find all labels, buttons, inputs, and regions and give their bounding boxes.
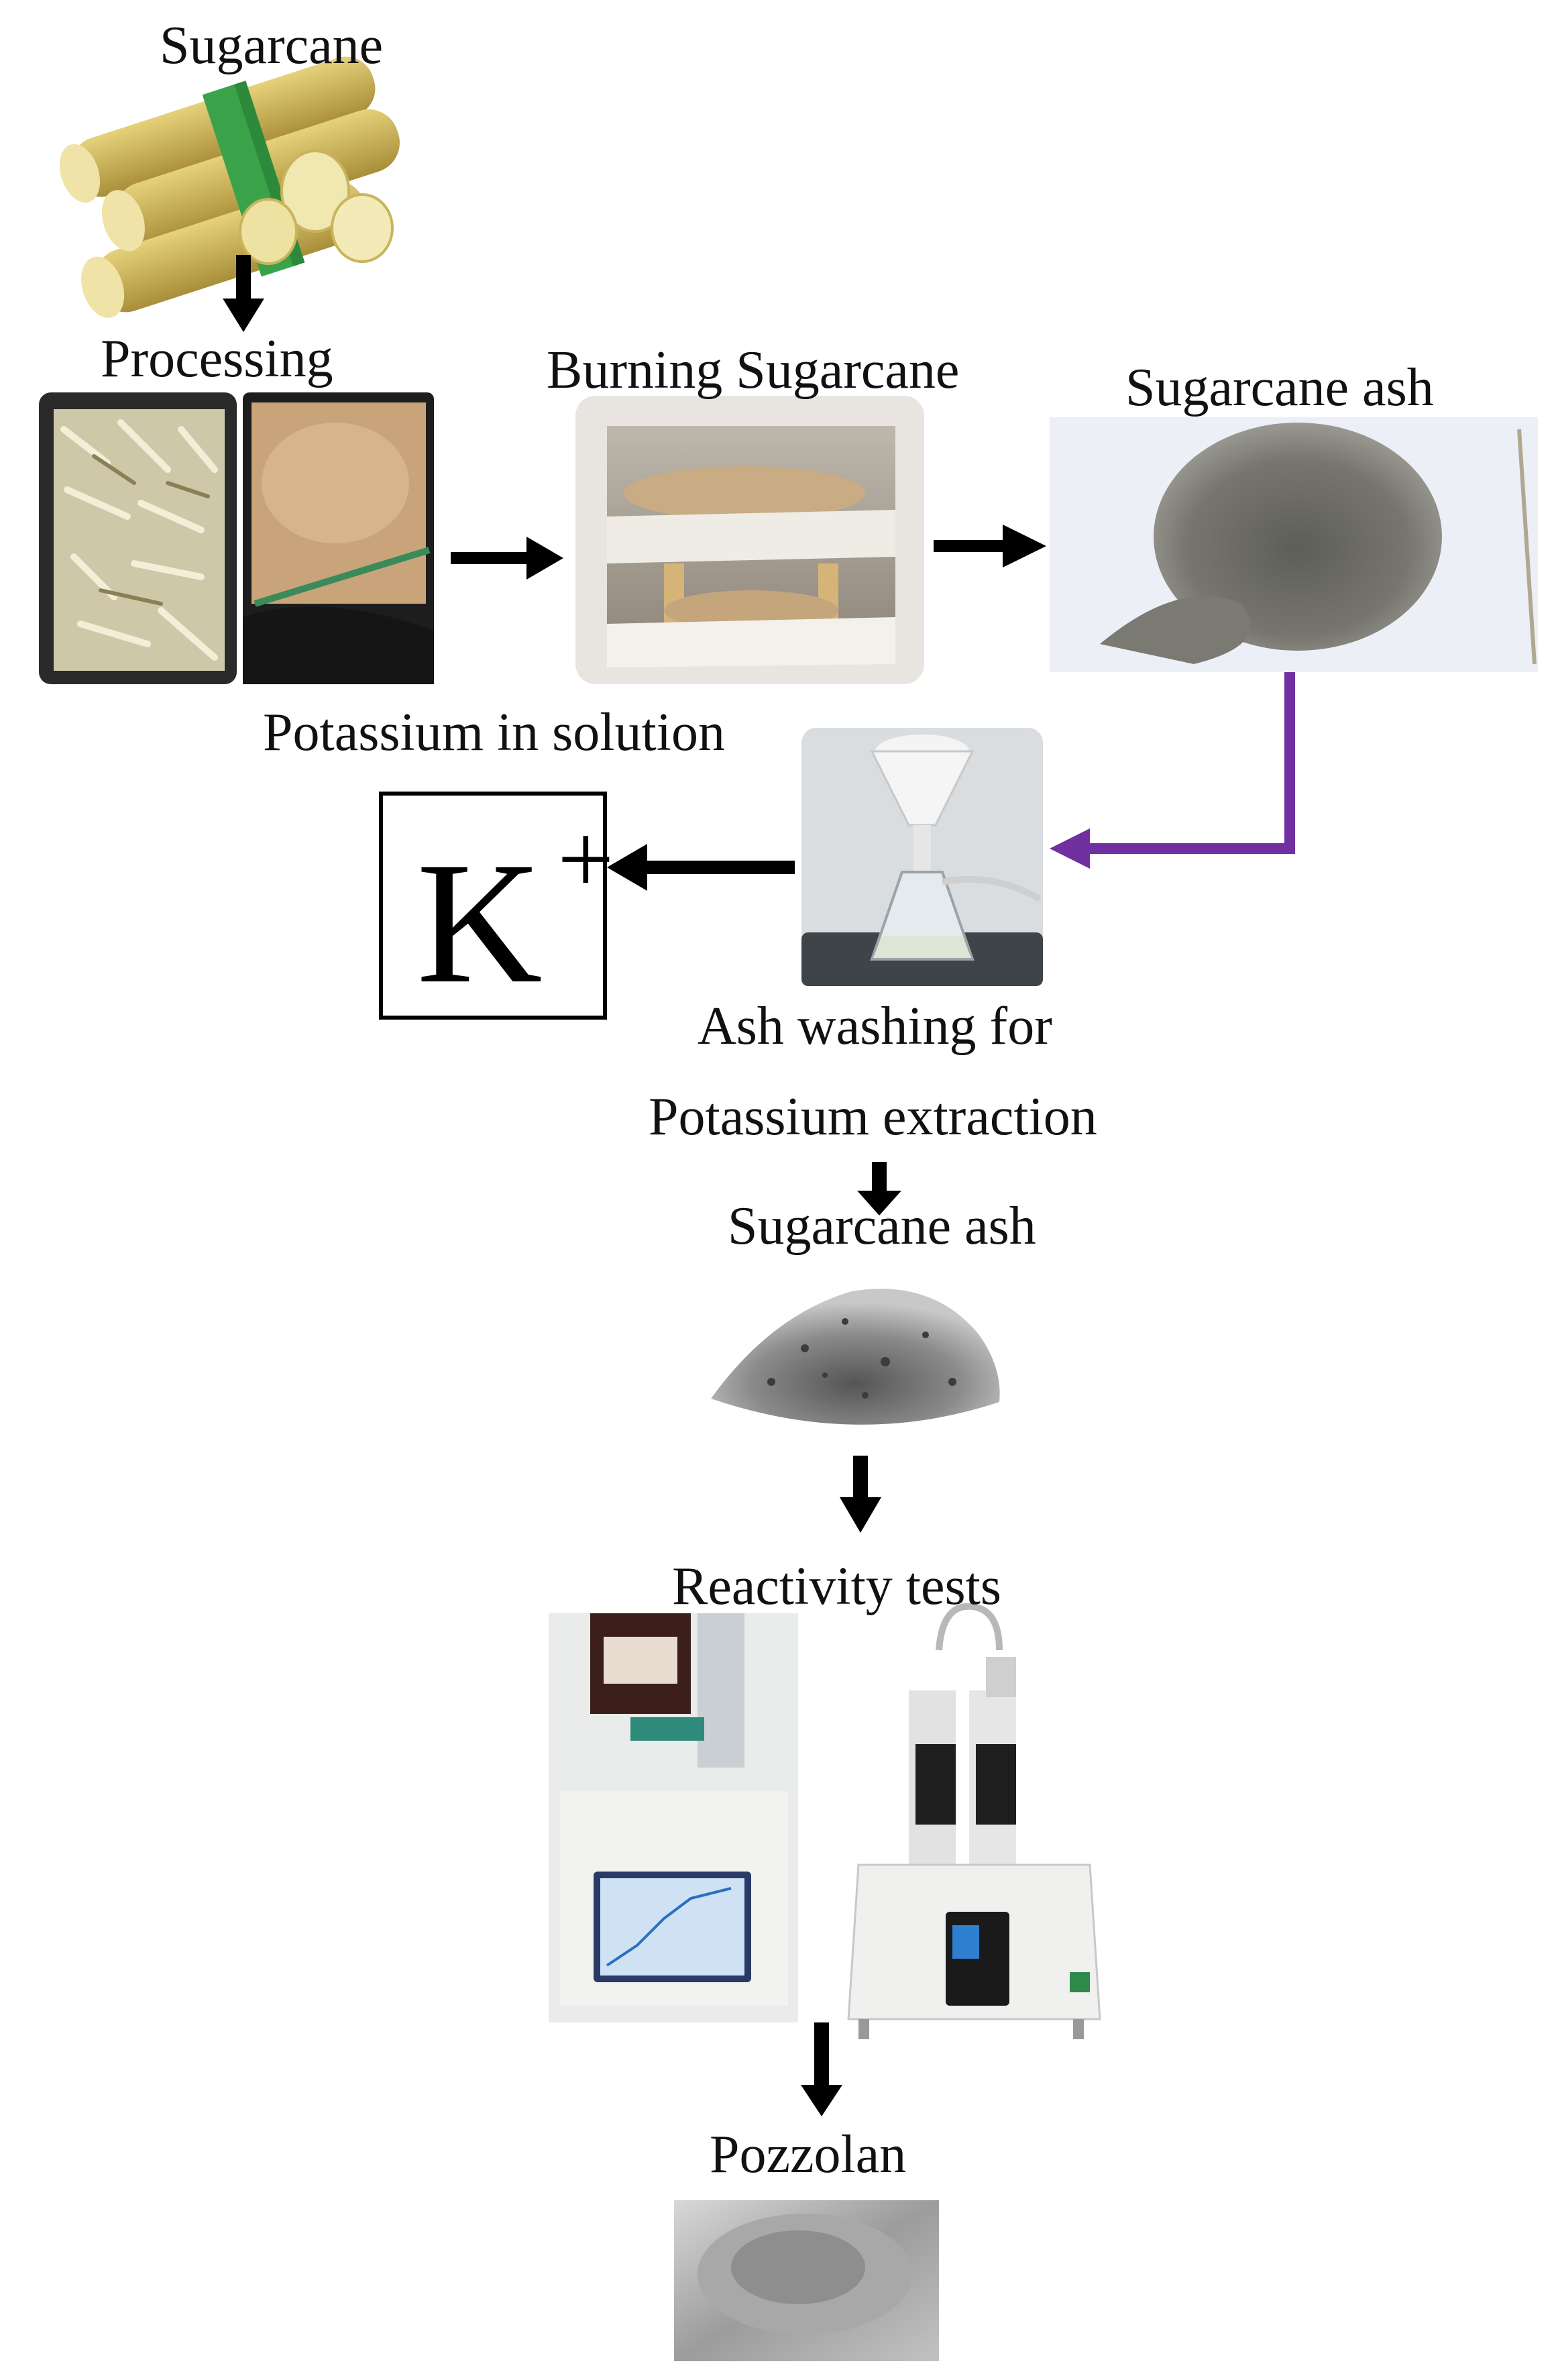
label-pozzolan: Pozzolan [710,2125,907,2184]
arrow-down-2 [857,1162,901,1215]
label-reactivity-tests: Reactivity tests [672,1557,1002,1616]
potassium-ion-box: K + [379,792,614,1020]
ash-pile-image [711,1289,1000,1425]
purple-connector-arrow [1050,672,1295,869]
label-ash-washing-line1: Ash washing for [698,997,1052,1056]
label-ash-washing-line2: Potassium extraction [649,1087,1097,1146]
titrator-image [549,1613,798,2022]
label-burning-sugarcane: Burning Sugarcane [547,341,960,400]
burning-oven-image [575,396,924,684]
arrow-down-4 [801,2022,842,2116]
processing-image-chips [39,392,237,684]
arrow-down-1 [223,255,264,332]
label-potassium-in-solution: Potassium in solution [263,703,725,762]
arrow-down-3 [840,1456,881,1533]
arrow-right-1 [451,537,563,580]
label-sugarcane-ash-bottom: Sugarcane ash [728,1197,1036,1256]
arrow-right-2 [934,525,1046,567]
potassium-symbol: K [416,826,543,1020]
processing-image-bagasse [243,392,434,684]
sugarcane-image [59,56,400,318]
label-processing: Processing [101,329,333,388]
ash-washing-image [801,728,1043,986]
calorimeter-image [847,1603,1101,2039]
label-sugarcane-ash-top: Sugarcane ash [1125,358,1434,417]
arrow-left-k [607,844,795,891]
charge-symbol: + [557,804,614,915]
sugarcane-ash-image [1050,417,1538,672]
pozzolan-image [674,2200,939,2361]
label-sugarcane: Sugarcane [160,16,384,75]
